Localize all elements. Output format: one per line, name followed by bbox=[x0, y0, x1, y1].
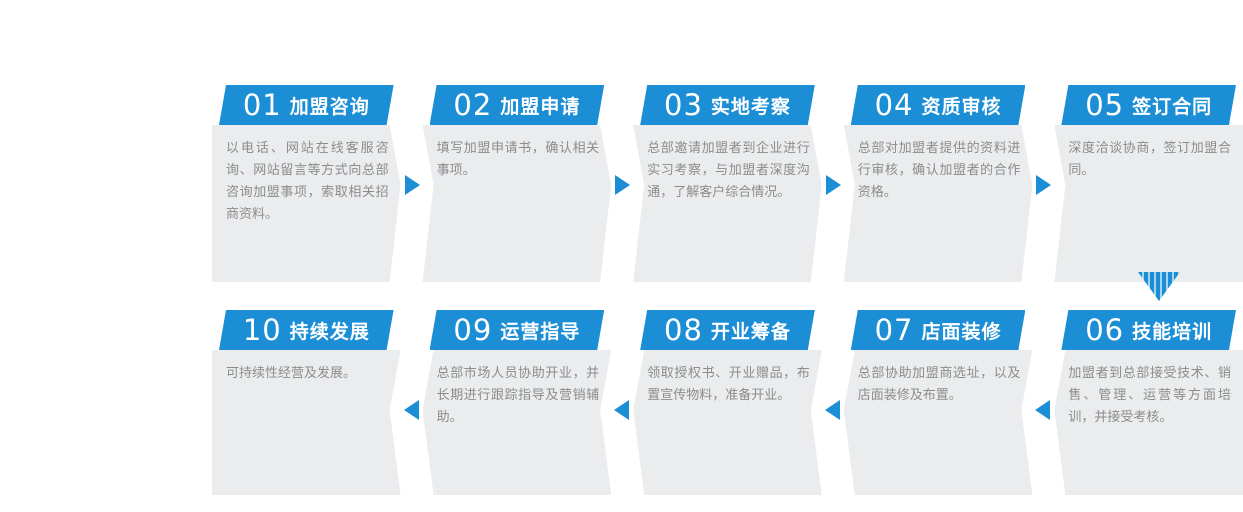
step-description: 以电话、网站在线客服咨询、网站留言等方式向总部咨询加盟事项，索取相关招商资料。 bbox=[212, 125, 401, 282]
step-card-08: 08 开业筹备 领取授权书、开业赠品，布置宣传物料，准备开业。 bbox=[633, 310, 822, 495]
step-title: 加盟咨询 bbox=[289, 96, 370, 118]
arrow-left-icon bbox=[614, 400, 630, 420]
step-header: 01 加盟咨询 bbox=[219, 85, 394, 125]
step-number: 03 bbox=[664, 87, 703, 122]
step-number: 04 bbox=[874, 87, 914, 122]
step-description: 总部市场人员协助开业，并长期进行跟踪指导及营销辅助。 bbox=[423, 350, 612, 495]
process-row-1: 01 加盟咨询 以电话、网站在线客服咨询、网站留言等方式向总部咨询加盟事项，索取… bbox=[212, 85, 1243, 282]
step-number: 05 bbox=[1085, 87, 1125, 122]
step-title: 加盟申请 bbox=[500, 96, 581, 118]
step-title: 店面装修 bbox=[921, 321, 1002, 343]
step-number: 06 bbox=[1085, 312, 1125, 347]
step-title: 技能培训 bbox=[1132, 321, 1213, 343]
step-connector bbox=[401, 85, 423, 282]
step-card-06: 06 技能培训 加盟者到总部接受技术、销售、管理、运营等方面培训，并接受考核。 bbox=[1054, 310, 1243, 495]
step-connector bbox=[822, 85, 844, 282]
step-connector bbox=[1032, 310, 1054, 495]
step-title: 开业筹备 bbox=[710, 321, 791, 343]
step-number: 09 bbox=[453, 312, 493, 347]
arrow-right-icon bbox=[825, 175, 841, 195]
step-card-07: 07 店面装修 总部协助加盟商选址，以及店面装修及布置。 bbox=[844, 310, 1033, 495]
step-number: 02 bbox=[453, 87, 493, 122]
step-description: 总部邀请加盟者到企业进行实习考察，与加盟者深度沟通，了解客户综合情况。 bbox=[633, 125, 822, 282]
step-header: 06 技能培训 bbox=[1061, 310, 1236, 350]
step-card-04: 04 资质审核 总部对加盟者提供的资料进行审核，确认加盟者的合作资格。 bbox=[844, 85, 1033, 282]
arrow-right-icon bbox=[404, 175, 420, 195]
step-header: 09 运营指导 bbox=[430, 310, 605, 350]
step-header: 08 开业筹备 bbox=[640, 310, 815, 350]
step-description: 总部对加盟者提供的资料进行审核，确认加盟者的合作资格。 bbox=[844, 125, 1033, 282]
step-connector bbox=[611, 310, 633, 495]
step-description: 加盟者到总部接受技术、销售、管理、运营等方面培训，并接受考核。 bbox=[1054, 350, 1243, 495]
step-description: 填写加盟申请书，确认相关事项。 bbox=[423, 125, 612, 282]
step-header: 10 持续发展 bbox=[219, 310, 394, 350]
step-card-05: 05 签订合同 深度洽谈协商，签订加盟合同。 bbox=[1054, 85, 1243, 282]
step-title: 资质审核 bbox=[921, 96, 1002, 118]
step-card-10: 10 持续发展 可持续性经营及发展。 bbox=[212, 310, 401, 495]
step-card-02: 02 加盟申请 填写加盟申请书，确认相关事项。 bbox=[423, 85, 612, 282]
step-connector bbox=[611, 85, 633, 282]
step-header: 03 实地考察 bbox=[640, 85, 815, 125]
step-description: 可持续性经营及发展。 bbox=[212, 350, 401, 495]
step-card-09: 09 运营指导 总部市场人员协助开业，并长期进行跟踪指导及营销辅助。 bbox=[423, 310, 612, 495]
step-number: 08 bbox=[664, 312, 703, 347]
step-header: 04 资质审核 bbox=[851, 85, 1026, 125]
step-number: 01 bbox=[242, 87, 282, 122]
step-connector bbox=[822, 310, 844, 495]
step-title: 实地考察 bbox=[710, 96, 791, 118]
step-description: 领取授权书、开业赠品，布置宣传物料，准备开业。 bbox=[633, 350, 822, 495]
arrow-left-icon bbox=[824, 400, 840, 420]
step-number: 10 bbox=[242, 312, 282, 347]
process-row-2: 10 持续发展 可持续性经营及发展。 09 运营指导 总部市场人员协助开业，并长… bbox=[212, 310, 1243, 495]
step-title: 签订合同 bbox=[1132, 96, 1213, 118]
step-title: 持续发展 bbox=[289, 321, 370, 343]
step-number: 07 bbox=[874, 312, 914, 347]
arrow-left-icon bbox=[1035, 400, 1051, 420]
step-header: 02 加盟申请 bbox=[430, 85, 605, 125]
step-connector bbox=[401, 310, 423, 495]
arrow-left-icon bbox=[403, 400, 419, 420]
step-header: 07 店面装修 bbox=[851, 310, 1026, 350]
arrow-right-icon bbox=[615, 175, 631, 195]
step-card-03: 03 实地考察 总部邀请加盟者到企业进行实习考察，与加盟者深度沟通，了解客户综合… bbox=[633, 85, 822, 282]
step-card-01: 01 加盟咨询 以电话、网站在线客服咨询、网站留言等方式向总部咨询加盟事项，索取… bbox=[212, 85, 401, 282]
step-connector bbox=[1032, 85, 1054, 282]
arrow-right-icon bbox=[1036, 175, 1052, 195]
step-header: 05 签订合同 bbox=[1061, 85, 1236, 125]
step-description: 总部协助加盟商选址，以及店面装修及布置。 bbox=[844, 350, 1033, 495]
step-title: 运营指导 bbox=[500, 321, 581, 343]
arrow-down-striped-icon bbox=[1138, 272, 1180, 301]
step-description: 深度洽谈协商，签订加盟合同。 bbox=[1054, 125, 1243, 282]
